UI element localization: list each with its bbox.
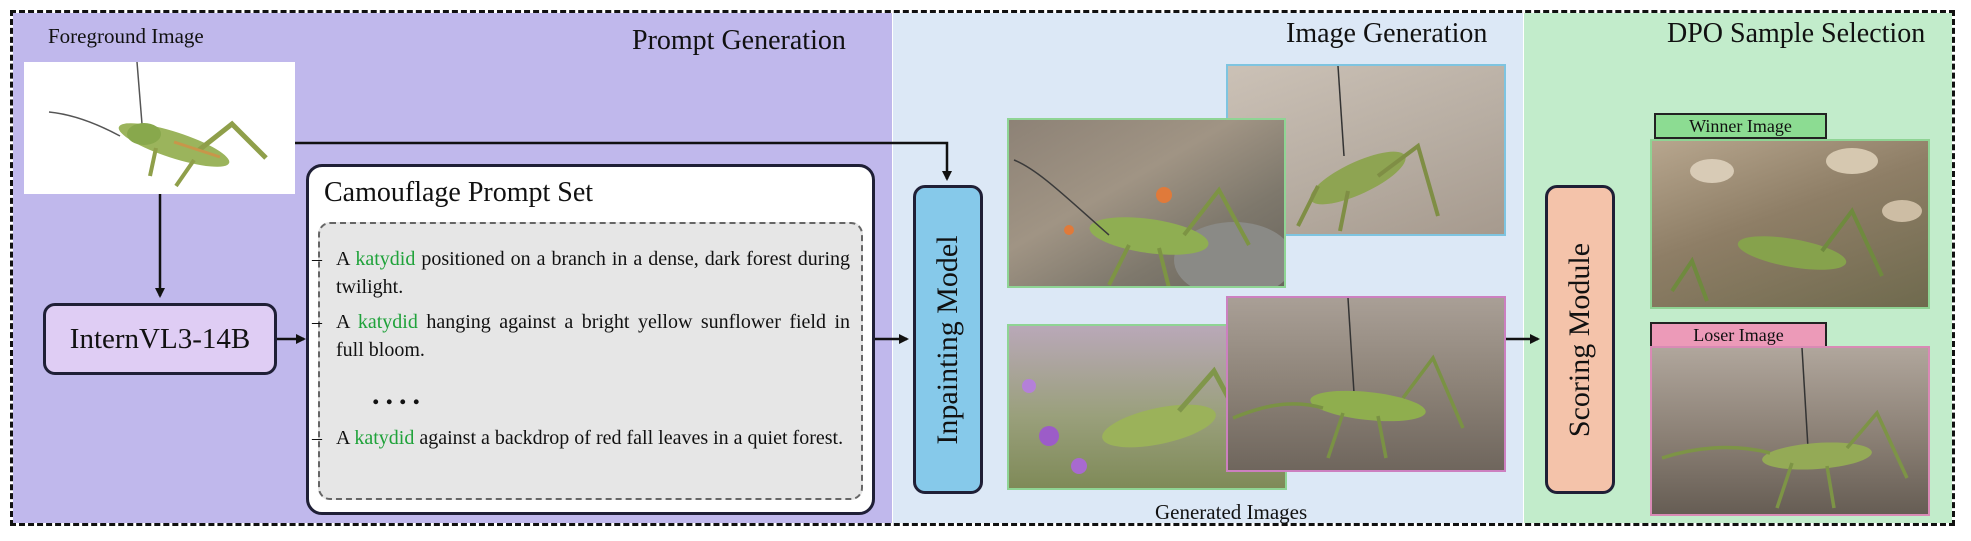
prompt-prefix: A [336, 248, 350, 270]
generated-image-gravel [1226, 296, 1506, 472]
prompt-dash: – [312, 311, 322, 333]
image-generation-title: Image Generation [1286, 18, 1488, 49]
loser-image-tag: Loser Image [1650, 322, 1827, 348]
generated-images-label: Generated Images [1155, 500, 1308, 524]
internvl3-box: InternVL3-14B [43, 303, 277, 375]
prompt-text: against a backdrop of red fall leaves in… [419, 427, 844, 449]
prompt-ellipsis: .... [372, 378, 426, 411]
foreground-katydid-image [24, 62, 295, 194]
prompt-subject: katydid [355, 248, 416, 270]
outer-dashed-frame [10, 10, 1955, 526]
katydid-cutout [48, 62, 268, 188]
prompt-item: – A katydid positioned on a branch in a … [312, 245, 851, 301]
winner-image [1650, 139, 1930, 309]
prompt-prefix: A [336, 427, 350, 449]
scoring-module-box: Scoring Module [1545, 185, 1615, 494]
prompt-set-title: Camouflage Prompt Set [324, 177, 594, 208]
arrow-foreground-to-inpainting [295, 141, 952, 181]
prompt-text: hanging against a bright yellow sunflowe… [336, 311, 851, 361]
prompt-item: – A katydid hanging against a bright yel… [312, 308, 851, 364]
prompt-item: – A katydid against a backdrop of red fa… [312, 424, 850, 452]
prompt-text: positioned on a branch in a dense, dark … [336, 248, 851, 298]
prompt-subject: katydid [357, 311, 418, 333]
inpainting-model-label: Inpainting Model [931, 234, 964, 445]
winner-image-tag: Winner Image [1654, 113, 1827, 139]
generated-image-rock [1007, 118, 1286, 288]
prompt-prefix: A [336, 311, 350, 333]
dpo-selection-title: DPO Sample Selection [1667, 18, 1926, 49]
prompt-subject: katydid [354, 427, 415, 449]
foreground-image-label: Foreground Image [48, 24, 204, 48]
scoring-module-label: Scoring Module [1563, 242, 1596, 437]
prompt-generation-title: Prompt Generation [632, 25, 846, 56]
inpainting-model-box: Inpainting Model [913, 185, 983, 494]
loser-image [1650, 346, 1930, 516]
prompt-dash: – [312, 427, 322, 449]
prompt-list-area [318, 222, 863, 500]
prompt-dash: – [312, 248, 322, 270]
